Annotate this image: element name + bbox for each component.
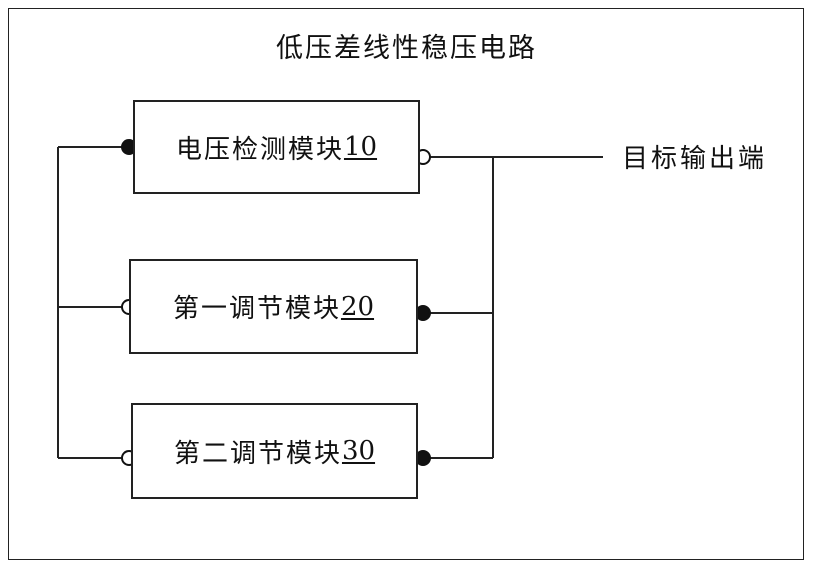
diagram-title: 低压差线性稳压电路 [276, 33, 537, 64]
output-terminal-label: 目标输出端 [622, 144, 768, 174]
module-name-30: 第二调节模块 [173, 438, 342, 469]
module-ref-20: 20 [340, 291, 375, 322]
diagram-frame [8, 8, 804, 560]
terminal-module-30-right [415, 450, 431, 466]
terminal-module-20-right [415, 305, 431, 321]
module-name-20: 第一调节模块 [172, 294, 341, 324]
module-ref-10: 10 [343, 132, 378, 162]
module-name-10: 电压检测模块 [175, 134, 344, 165]
module-ref-30: 30 [341, 436, 376, 466]
